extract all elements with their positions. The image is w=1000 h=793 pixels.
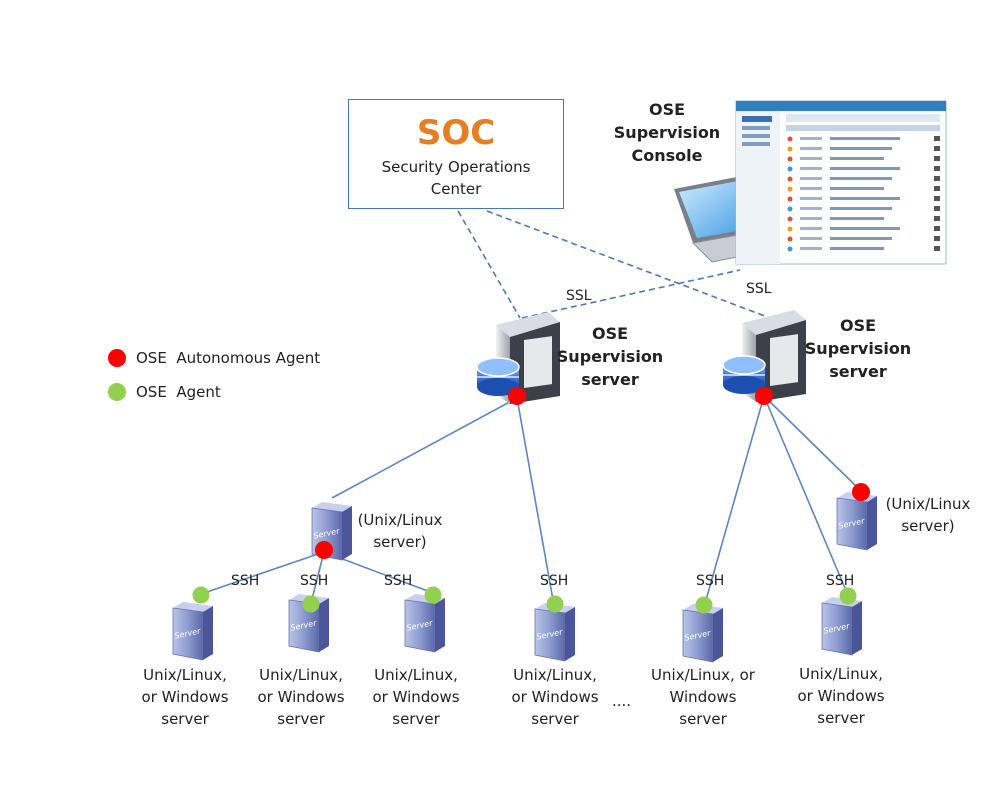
server-label-4: Unix/Linux, or Windows server — [500, 664, 610, 730]
ssh-label: SSH — [826, 573, 855, 589]
server-label-line3: server — [817, 709, 865, 727]
server-label-line1: Unix/Linux, — [513, 666, 597, 684]
server-label-line2: Windows — [669, 688, 737, 706]
server-label-line3: server — [161, 710, 209, 728]
legend-label-agent: OSE Agent — [136, 383, 221, 401]
ssl-line-soc-left — [457, 210, 521, 319]
ssh-label: SSH — [231, 573, 260, 589]
server-label-line1: Unix/Linux, or — [651, 666, 755, 684]
server-label-line2: or Windows — [141, 688, 229, 706]
server-label-line3: server — [531, 710, 579, 728]
server-label-line2: or Windows — [511, 688, 599, 706]
server-label-6: Unix/Linux, or Windows server — [786, 663, 896, 729]
ssh-label: SSH — [384, 573, 413, 589]
server-tower-icon: Server — [821, 597, 862, 656]
agent-dot — [424, 586, 442, 604]
autonomous-agent-dot-icon — [108, 349, 126, 367]
server-label-line1: Unix/Linux, — [143, 666, 227, 684]
legend-item-agent: OSE Agent — [108, 375, 320, 409]
autonomous-agent-dot — [755, 387, 773, 405]
soc-subtitle-line1: Security Operations — [381, 158, 531, 176]
supervision-server-right-line2: Supervision — [804, 339, 912, 358]
supervision-server-left-line1: OSE — [591, 324, 629, 343]
unix-linux-line2: server) — [373, 533, 427, 551]
soc-subtitle-line2: Center — [430, 180, 482, 198]
unix-linux-line2: server) — [901, 517, 955, 535]
server-label-line2: or Windows — [257, 688, 345, 706]
supervision-server-right-line3: server — [829, 362, 887, 381]
supervision-server-left-icon — [476, 312, 560, 404]
server-label-line1: Unix/Linux, — [799, 665, 883, 683]
ssh-connections — [200, 395, 861, 604]
agent-dot — [546, 595, 564, 613]
server-label-line3: server — [392, 710, 440, 728]
server-tower-icon: Server — [682, 604, 723, 663]
console-screenshot — [735, 100, 947, 265]
ellipsis: .... — [612, 692, 632, 710]
unix-linux-line1: (Unix/Linux — [357, 511, 443, 529]
server-label-line3: server — [277, 710, 325, 728]
server-label-3: Unix/Linux, or Windows server — [361, 664, 471, 730]
autonomous-agent-dot — [508, 387, 526, 405]
supervision-server-right-line1: OSE — [839, 316, 877, 335]
server-tower-icon: Server — [836, 492, 877, 551]
agent-dots — [192, 387, 870, 614]
unix-linux-server-label-right: (Unix/Linux server) — [878, 493, 978, 537]
agent-dot — [302, 595, 320, 613]
ssh-label: SSH — [540, 573, 569, 589]
server-label-5: Unix/Linux, or Windows server — [638, 664, 768, 730]
server-label-line2: or Windows — [797, 687, 885, 705]
server-tower-icon: Server — [288, 594, 329, 653]
autonomous-agent-dot — [852, 483, 870, 501]
supervision-server-left-label: OSE Supervision server — [556, 322, 664, 391]
supervision-server-right-icon — [722, 310, 806, 402]
ssl-label-right: SSL — [746, 281, 772, 297]
agent-dot-icon — [108, 383, 126, 401]
soc-box: SOC Security Operations Center — [348, 99, 564, 209]
ssl-connections — [457, 210, 771, 319]
console-label: OSE Supervision Console — [612, 98, 722, 167]
server-tower-icon: Server — [172, 602, 213, 661]
autonomous-agent-dot — [315, 541, 333, 559]
legend: OSE Autonomous Agent OSE Agent — [108, 341, 320, 409]
unix-linux-server-label-left: (Unix/Linux server) — [350, 509, 450, 553]
server-label-2: Unix/Linux, or Windows server — [246, 664, 356, 730]
supervision-server-right-label: OSE Supervision server — [804, 314, 912, 383]
server-label-line1: Unix/Linux, — [259, 666, 343, 684]
ssl-line-left-console — [521, 269, 741, 319]
soc-title: SOC — [416, 113, 496, 153]
console-label-line1: OSE — [648, 100, 686, 119]
console-label-line3: Console — [631, 146, 703, 165]
supervision-server-left-line2: Supervision — [556, 347, 664, 366]
unix-linux-line1: (Unix/Linux — [885, 495, 971, 513]
server-label-line3: server — [679, 710, 727, 728]
server-label-line1: Unix/Linux, — [374, 666, 458, 684]
agent-dot — [192, 586, 210, 604]
ssl-label-left: SSL — [566, 288, 592, 304]
console-label-line2: Supervision — [613, 123, 721, 142]
legend-label-autonomous-agent: OSE Autonomous Agent — [136, 349, 321, 367]
agent-dot — [839, 587, 857, 605]
legend-item-autonomous-agent: OSE Autonomous Agent — [108, 341, 320, 375]
agent-dot — [695, 596, 713, 614]
ssh-label: SSH — [696, 573, 725, 589]
ssh-label: SSH — [300, 573, 329, 589]
server-label-1: Unix/Linux, or Windows server — [130, 664, 240, 730]
server-label-line2: or Windows — [372, 688, 460, 706]
supervision-server-left-line3: server — [581, 370, 639, 389]
ssl-line-soc-right — [486, 210, 771, 319]
server-tower-icon: Server — [404, 594, 445, 653]
